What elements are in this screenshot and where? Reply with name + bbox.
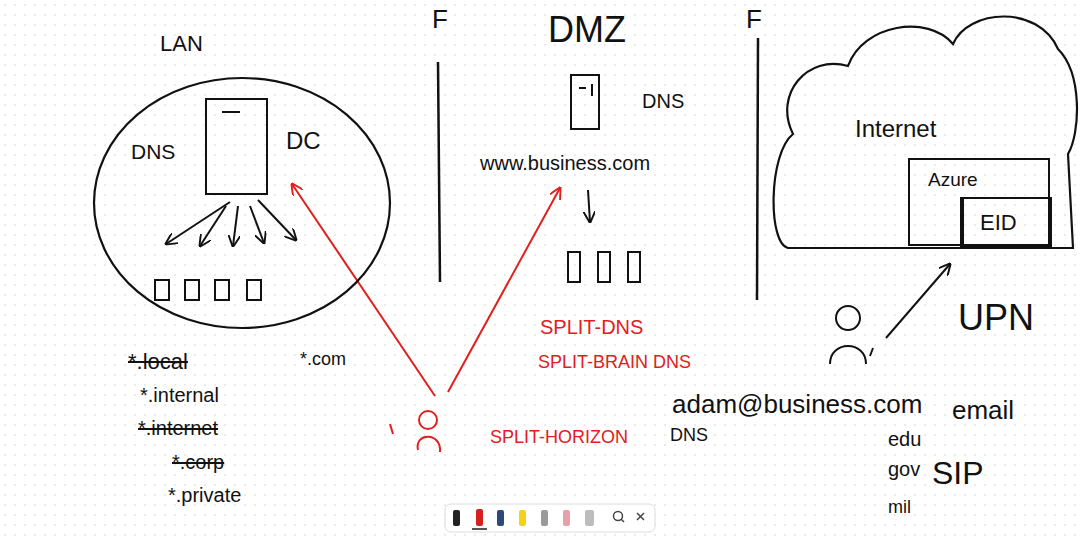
domain-suffix: edu (888, 428, 921, 450)
client-arrow (166, 202, 230, 244)
pen-icon (541, 510, 548, 526)
firewall-label: F (746, 5, 762, 34)
lan-clients (155, 280, 261, 300)
zone-outline (94, 78, 390, 328)
client-arrow (200, 206, 226, 246)
lan-zone: LANDNSDC (92, 76, 392, 330)
shape-outline (92, 76, 392, 330)
web-server (628, 252, 640, 282)
pen-icon (563, 510, 570, 526)
web-server (598, 252, 610, 282)
term-note: SPLIT-BRAIN DNS (538, 353, 691, 373)
domain-suffix: mil (888, 498, 911, 518)
client-arrow (258, 200, 296, 240)
pen-icon (453, 510, 460, 526)
domain-suffix: *.internal (140, 384, 219, 406)
ruler-icon (585, 510, 594, 526)
upn-example: adam@business.com (672, 390, 922, 419)
pen-icon (497, 510, 504, 526)
web-server (568, 252, 580, 282)
toolbar-panel (445, 504, 655, 532)
server-detail (579, 84, 592, 96)
firewall-label: F (432, 5, 448, 34)
close-icon (637, 513, 644, 520)
cloud-heading: Internet (855, 116, 936, 142)
search-icon (621, 519, 624, 522)
user-body (830, 346, 866, 364)
domain-suffix: *.local (128, 350, 188, 374)
client-computer (215, 280, 229, 300)
login-arrow (886, 264, 950, 338)
domain-name: www.business.com (480, 152, 650, 174)
client-arrow (233, 206, 238, 246)
term-note: SPLIT-HORIZON (490, 428, 628, 448)
box-heading: EID (980, 211, 1017, 235)
term-note: SPLIT-DNS (540, 316, 643, 338)
web-servers (568, 252, 640, 282)
cloud-outline (774, 17, 1077, 249)
dmz-dns-server: DNSwww.business.com (570, 74, 600, 130)
domain-suffix: *.com (300, 350, 346, 370)
client-computer (247, 280, 261, 300)
query-arrow (292, 184, 435, 396)
domain-suffix: gov (888, 458, 920, 480)
client-arrows (166, 200, 296, 246)
pen-icon (519, 510, 526, 526)
user-head (419, 411, 437, 429)
firewall-line (438, 62, 440, 282)
azure-box: AzureEID (908, 158, 1050, 246)
server-role: DNS (131, 140, 175, 163)
domain-suffix: *.private (168, 484, 241, 506)
domain-suffix: *.corp (172, 451, 224, 473)
internet-cloud: InternetAzureEID (768, 4, 1078, 256)
server-detail (222, 111, 240, 113)
pen-icon (476, 509, 483, 526)
pen-toolbar (445, 504, 655, 532)
upn-use: SIP (932, 456, 984, 491)
domain-suffix: *.internet (138, 417, 218, 439)
client-computer (155, 280, 169, 300)
user-head (836, 306, 860, 330)
upn-note: UPN (958, 298, 1034, 338)
domain-controller-server: DNSDC (205, 98, 268, 195)
zone-heading: DMZ (548, 10, 626, 50)
upn-use: email (952, 396, 1014, 425)
web-arrow (588, 190, 590, 222)
client-computer (185, 280, 199, 300)
active-indicator (472, 528, 487, 530)
entra-id-box: EID (960, 197, 1052, 248)
server-role: DNS (642, 90, 684, 112)
user-mark (870, 348, 873, 356)
zone-heading: LAN (160, 32, 203, 56)
term-note: DNS (670, 426, 708, 446)
server-role: DC (286, 128, 321, 154)
firewall-line (757, 38, 758, 300)
client-arrow (250, 206, 264, 243)
box-heading: Azure (928, 170, 978, 191)
user-body (418, 437, 440, 452)
user-mark (390, 424, 393, 434)
